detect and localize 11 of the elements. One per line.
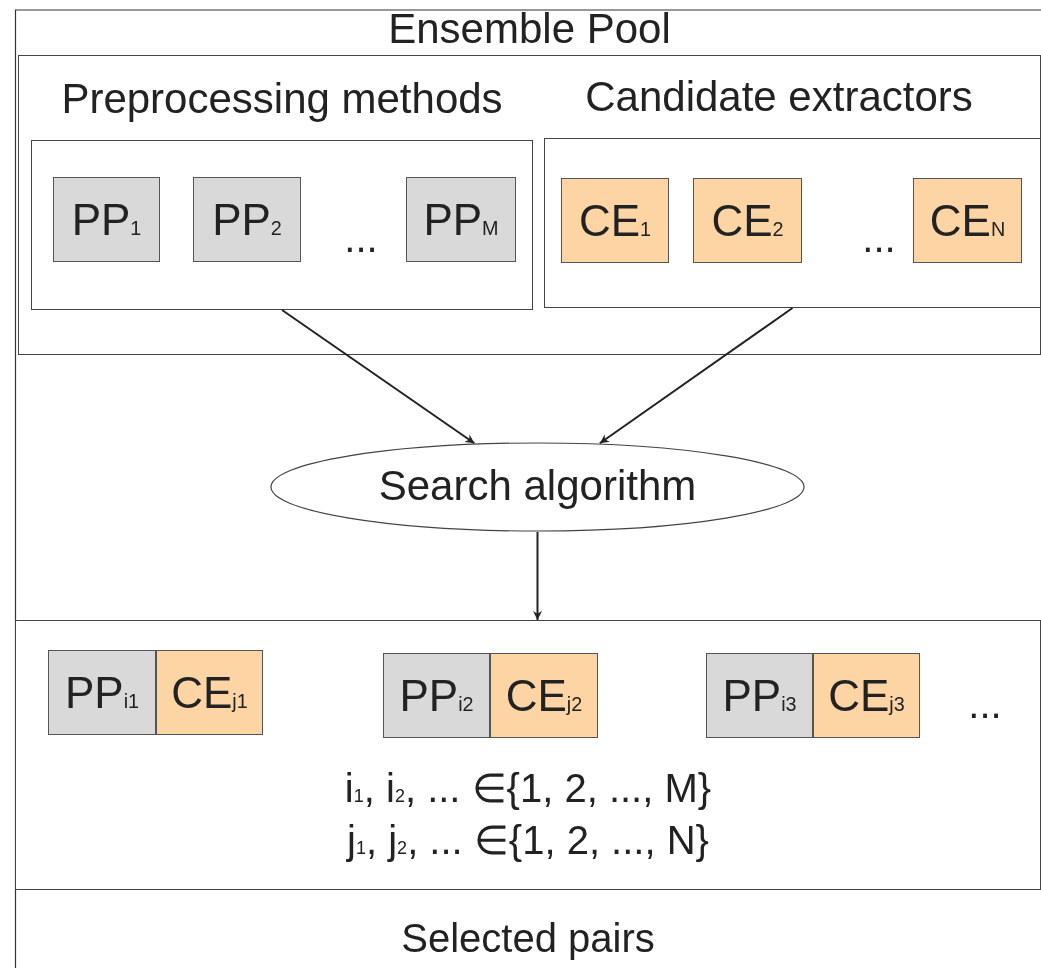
arrow: [598, 307, 794, 445]
arrow: [533, 531, 542, 621]
ellipsis-text: ...: [862, 218, 896, 258]
group-heading: Selected pairs: [401, 918, 655, 958]
group-heading: Preprocessing methods: [61, 78, 503, 120]
arrow: [281, 309, 476, 445]
ellipsis-text: ...: [968, 684, 1002, 724]
group-heading: Ensemble Pool: [388, 8, 671, 50]
node-label: Search algorithm: [378, 465, 697, 507]
group-heading: Candidate extractors: [585, 76, 973, 118]
ellipsis-text: ...: [344, 218, 378, 258]
